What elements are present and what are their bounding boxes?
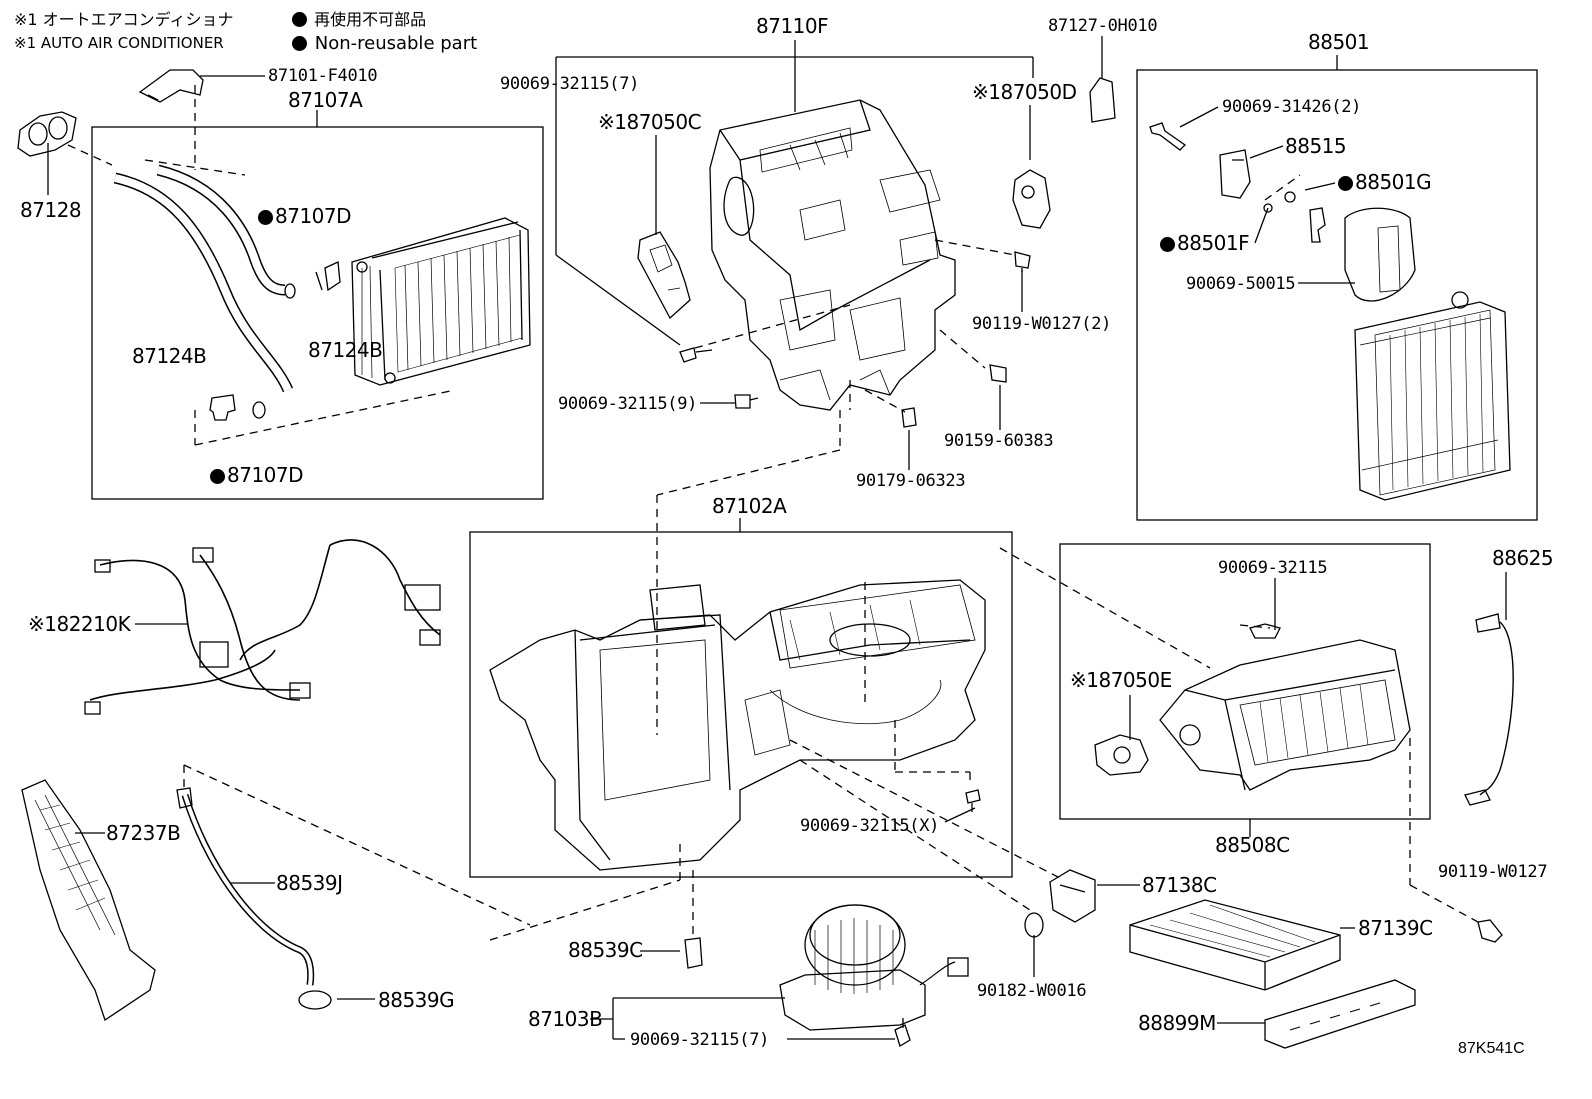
part-wire-harness <box>89 539 441 701</box>
part-87050D <box>1012 169 1051 229</box>
part-wire-connectors <box>84 547 441 715</box>
filled-dot-icon <box>1160 237 1175 252</box>
label-88625: 88625 <box>1492 546 1554 570</box>
label-87050C: ※187050C <box>598 110 702 134</box>
filled-dot-icon <box>1338 176 1353 191</box>
label-90069-31426-2: 90069-31426(2) <box>1222 97 1362 117</box>
label-90069-32115-X: 90069-32115(X) <box>800 816 940 836</box>
label-90159-60383: 90159-60383 <box>944 431 1054 451</box>
dashed-lines <box>67 85 1479 941</box>
part-evaporator <box>1354 291 1511 501</box>
part-88539C <box>684 937 703 969</box>
label-87101-F4010: 87101-F4010 <box>268 66 378 86</box>
part-filter <box>1129 899 1341 991</box>
part-88625 <box>1464 613 1514 806</box>
label-90119-W0127-2: 90119-W0127(2) <box>972 314 1112 334</box>
label-88539G: 88539G <box>378 988 455 1012</box>
label-87107A: 87107A <box>288 88 363 112</box>
filled-dot-icon <box>292 12 307 27</box>
part-87128 <box>17 111 77 157</box>
label-90069-32115-9: 90069-32115(9) <box>558 394 698 414</box>
part-87101 <box>138 69 204 103</box>
label-87107D-lower-text: 87107D <box>227 463 304 487</box>
label-87124B-left: 87124B <box>132 344 207 368</box>
part-87050C <box>637 231 691 320</box>
box-88508C <box>1059 543 1431 820</box>
legend-meaning-ja-text: 再使用不可部品 <box>314 10 427 29</box>
label-87128: 87128 <box>20 198 82 222</box>
part-duct-87237B <box>21 779 156 1022</box>
label-87102A: 87102A <box>712 494 787 518</box>
label-88539J: 88539J <box>276 871 343 895</box>
label-90069-32115-7-bottom: 90069-32115(7) <box>630 1030 770 1050</box>
label-87050D: ※187050D <box>972 82 1077 102</box>
label-87138C: 87138C <box>1142 873 1217 897</box>
label-87103B: 87103B <box>528 1007 603 1031</box>
label-87050D-mark: ※1 <box>972 80 1001 104</box>
label-87050C-text: 87050C <box>626 110 702 134</box>
label-88501: 88501 <box>1308 30 1370 54</box>
leader-lines <box>47 36 1507 1040</box>
label-87050D-text: 87050D <box>1000 80 1077 104</box>
part-blower-case <box>1159 639 1411 791</box>
part-air-unit <box>709 99 956 411</box>
legend-meaning-en: Non-reusable part <box>292 34 477 54</box>
label-88508C: 88508C <box>1215 833 1290 857</box>
label-87107D-upper: 87107D <box>258 204 352 228</box>
label-88501G: 88501G <box>1338 170 1432 194</box>
screws <box>679 251 1503 1047</box>
label-87050E-mark: ※1 <box>1070 668 1099 692</box>
label-88501G-text: 88501G <box>1355 170 1432 194</box>
label-82210K-mark: ※1 <box>28 612 57 636</box>
label-90069-32115: 90069-32115 <box>1218 558 1328 578</box>
filled-dot-icon <box>258 210 273 225</box>
part-87138C <box>1049 869 1096 923</box>
label-90069-32115-7-top: 90069-32115(7) <box>500 74 640 94</box>
legend-note-ja-text: ※1 オートエアコンディショナ <box>14 10 234 29</box>
part-87127 <box>1089 77 1116 123</box>
part-88539G <box>298 990 332 1010</box>
label-87237B: 87237B <box>106 821 181 845</box>
box-87102A <box>469 531 1013 878</box>
legend-meaning-en-text: Non-reusable part <box>314 33 478 54</box>
label-87127-0H010: 87127-0H010 <box>1048 16 1158 36</box>
label-88501F-text: 88501F <box>1177 231 1250 255</box>
part-blower-motor <box>779 904 969 1031</box>
part-88899M <box>1264 979 1416 1049</box>
legend-note-en-text: ※1 AUTO AIR CONDITIONER <box>14 34 224 52</box>
part-heater-core <box>351 217 531 386</box>
box-87107A <box>91 126 544 500</box>
label-87050C-mark: ※1 <box>598 110 627 134</box>
label-87050E: ※187050E <box>1070 670 1172 690</box>
label-87110F: 87110F <box>756 14 829 38</box>
part-87050E <box>1094 734 1149 776</box>
part-drain-hose <box>176 787 315 986</box>
legend-note-ja: ※1 オートエアコンディショナ <box>14 10 234 30</box>
part-90182 <box>1024 912 1044 938</box>
label-90069-50015: 90069-50015 <box>1186 274 1296 294</box>
legend-note-en: ※1 AUTO AIR CONDITIONER <box>14 33 224 53</box>
filled-dot-icon <box>210 469 225 484</box>
label-88539C: 88539C <box>568 938 643 962</box>
label-87107D-lower: 87107D <box>210 463 304 487</box>
label-87050E-text: 87050E <box>1098 668 1172 692</box>
filled-dot-icon <box>292 36 307 51</box>
label-87107D-upper-text: 87107D <box>275 204 352 228</box>
label-87124B-right: 87124B <box>308 338 383 362</box>
label-82210K-text: 82210K <box>56 612 131 636</box>
label-90179-06323: 90179-06323 <box>856 471 966 491</box>
label-90182-W0016: 90182-W0016 <box>977 981 1087 1001</box>
label-88515: 88515 <box>1285 134 1347 158</box>
label-90119-W0127: 90119-W0127 <box>1438 862 1548 882</box>
diagram-code: 87K541C <box>1458 1040 1525 1057</box>
label-82210K: ※182210K <box>28 612 131 636</box>
part-heater-pipes <box>113 164 341 421</box>
label-88501F: 88501F <box>1160 231 1250 255</box>
legend-meaning-ja: 再使用不可部品 <box>292 10 426 30</box>
part-unit-case <box>489 579 986 871</box>
part-88501-kit <box>1149 122 1416 302</box>
label-88899M: 88899M <box>1138 1011 1216 1035</box>
label-87139C: 87139C <box>1358 916 1433 940</box>
